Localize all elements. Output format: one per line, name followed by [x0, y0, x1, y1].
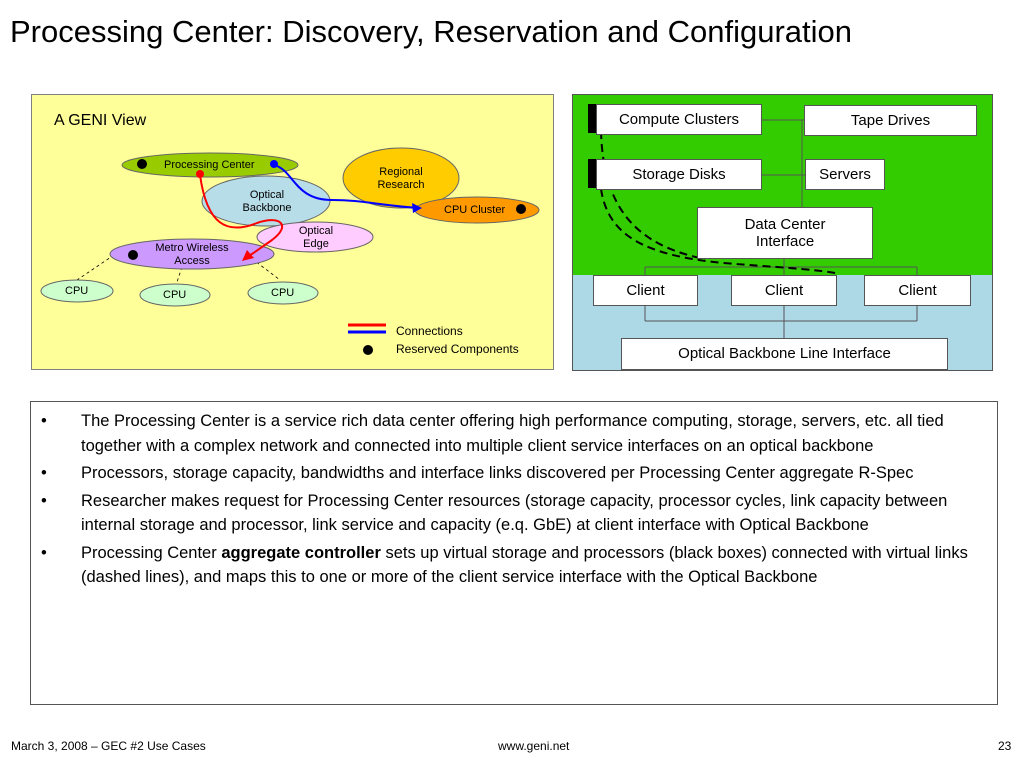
- bullet-text-4-start: Processing Center: [81, 543, 222, 562]
- optical-backbone-label: Optical Backbone: [242, 189, 292, 215]
- cpu-label-2: CPU: [163, 289, 187, 301]
- tape-drives-label: Tape Drives: [850, 111, 931, 129]
- legend-dot: [363, 345, 373, 355]
- bullet-item-1: • The Processing Center is a service rich…: [41, 409, 983, 458]
- bullet-list: • The Processing Center is a service rich…: [41, 409, 983, 590]
- compute-clusters-box: Compute Clusters: [596, 104, 762, 135]
- tape-drives-box: Tape Drives: [804, 105, 977, 136]
- geni-view-diagram: [40, 147, 540, 355]
- bullet-text-2: Processors, storage capacity, bandwidths…: [81, 464, 914, 482]
- legend-reserved-components: Reserved Components: [396, 342, 519, 356]
- bullet-item-2: • Processors, storage capacity, bandwidth…: [41, 461, 983, 486]
- data-center-links: [600, 119, 918, 338]
- bullet-marker: •: [41, 543, 47, 562]
- footer-page-number: 23: [998, 739, 1012, 753]
- legend-connections: Connections: [396, 324, 463, 338]
- reserved-dot-metro-wireless: [128, 250, 138, 260]
- cpu-link-1: [76, 254, 115, 281]
- cpu-ellipse-3: [247, 281, 319, 305]
- servers-box: Servers: [805, 159, 885, 190]
- footer-center: www.geni.net: [498, 739, 570, 753]
- virtual-link-compute: [600, 130, 706, 260]
- storage-disks-box: Storage Disks: [596, 159, 762, 190]
- reserved-dot-cpu-cluster: [516, 204, 526, 214]
- optical-backbone-line-interface-box: Optical Backbone Line Interface: [621, 338, 948, 370]
- cpu-label-3: CPU: [271, 287, 295, 299]
- bullet-marker: •: [41, 464, 47, 482]
- blue-arrowhead: [412, 203, 422, 213]
- bullet-text-3: Researcher makes request for Processing …: [81, 491, 948, 535]
- optical-edge-label: Optical Edge: [298, 225, 334, 251]
- geni-view-title: A GENI View: [54, 112, 147, 129]
- metro-wireless-ellipse: [109, 238, 275, 270]
- cpu-ellipse-1: [40, 279, 114, 303]
- client-box-2: Client: [731, 275, 837, 306]
- client-label-3: Client: [898, 281, 937, 299]
- bullet-list-box: • The Processing Center is a service rich…: [30, 401, 998, 705]
- bullet-item-4: •Processing Center aggregate controller …: [41, 541, 983, 590]
- virtual-link-storage: [600, 188, 836, 274]
- regional-research-ellipse: [342, 147, 460, 209]
- cpu-label-1: CPU: [65, 285, 89, 297]
- metro-wireless-label: Metro Wireless Access: [155, 242, 229, 268]
- red-connection: [199, 174, 284, 258]
- slide-title: Processing Center: Discovery, Reservatio…: [10, 14, 852, 49]
- client-label-2: Client: [764, 281, 804, 299]
- reserved-dot-processing-center-left: [137, 159, 147, 169]
- bullet-text-1: The Processing Center is a service rich …: [81, 412, 944, 455]
- processing-center-label: Processing Center: [164, 159, 255, 171]
- client-box-3: Client: [864, 275, 971, 306]
- client-box-1: Client: [593, 275, 698, 306]
- processing-center-ellipse: [121, 152, 299, 178]
- bullet-marker: •: [41, 412, 47, 430]
- optical-backbone-ellipse: [201, 175, 331, 227]
- blue-connection: [273, 164, 419, 209]
- optical-backbone-line-interface-label: Optical Backbone Line Interface: [678, 345, 891, 363]
- servers-label: Servers: [819, 165, 871, 183]
- red-arrowhead: [242, 250, 254, 261]
- bullet-text-4-bold: aggregate controller: [221, 543, 381, 562]
- compute-clusters-label: Compute Clusters: [618, 110, 740, 128]
- footer-left: March 3, 2008 – GEC #2 Use Cases: [11, 739, 206, 753]
- bullet-item-3: • Researcher makes request for Processing…: [41, 489, 983, 538]
- reserved-dot-processing-center-red: [196, 170, 204, 178]
- regional-research-label: Regional Research: [377, 166, 425, 192]
- bullet-text-4-end: sets up virtual storage and processors (…: [81, 543, 968, 587]
- geni-view-panel: A GENI View Processing Center Regional R…: [31, 94, 554, 370]
- data-center-interface-label: Data Center Interface: [744, 215, 826, 250]
- storage-disks-label: Storage Disks: [632, 165, 726, 183]
- data-center-panel: Compute Clusters Tape Drives Storage Dis…: [572, 94, 993, 371]
- bullet-marker: •: [41, 491, 47, 510]
- data-center-interface-box: Data Center Interface: [697, 207, 873, 259]
- cpu-ellipse-2: [139, 283, 211, 307]
- cpu-cluster-label: CPU Cluster: [444, 204, 506, 216]
- reserved-dot-processing-center-blue: [270, 160, 278, 168]
- client-label-1: Client: [626, 281, 665, 299]
- optical-edge-ellipse: [256, 221, 374, 253]
